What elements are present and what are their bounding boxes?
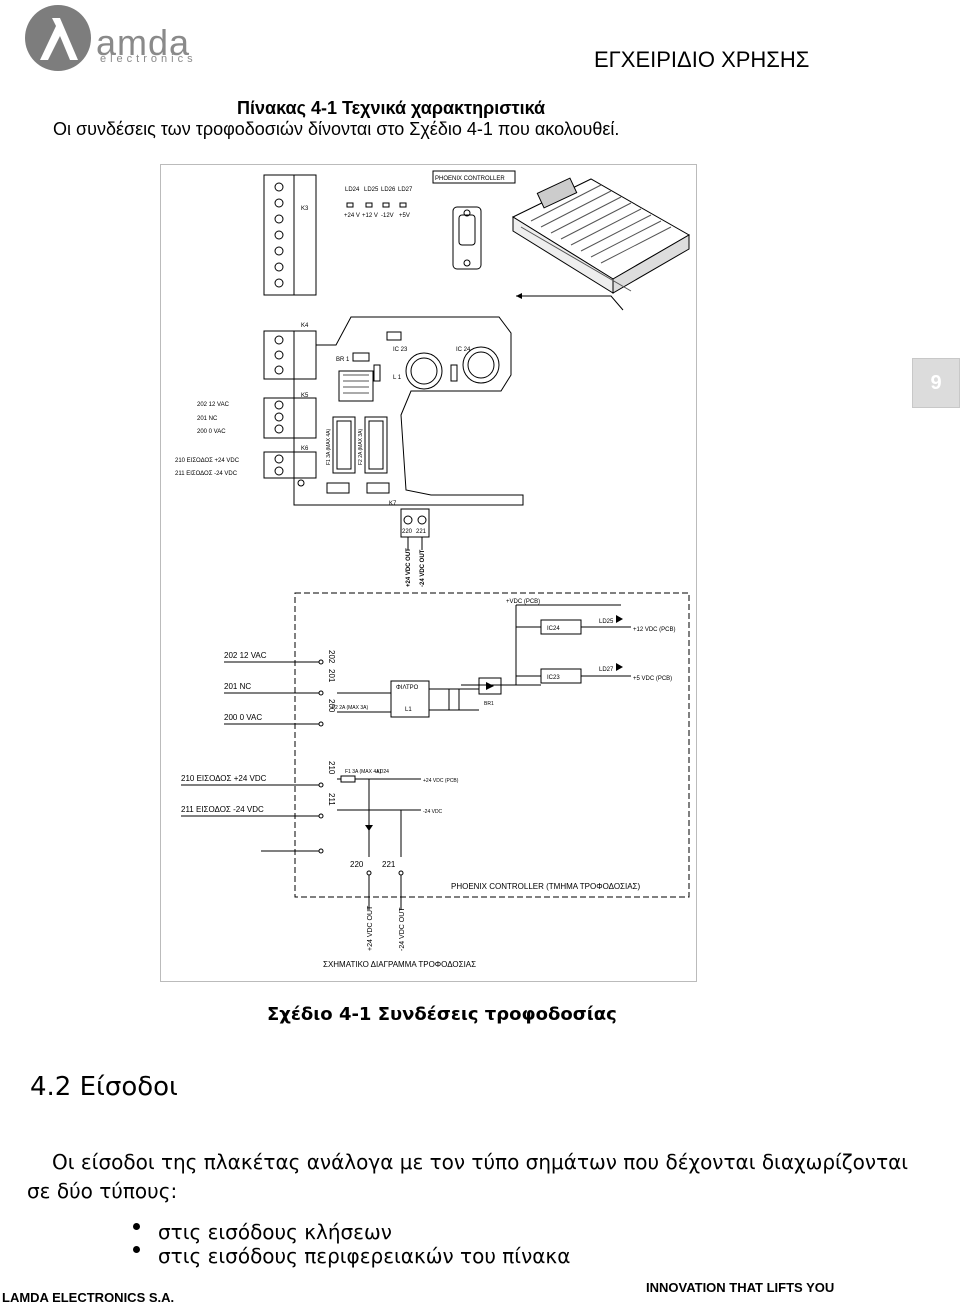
filter-label: ΦΙΛΤΡΟ: [396, 685, 419, 691]
t220-label: 220: [402, 529, 413, 535]
ld26-label: LD26: [381, 187, 396, 193]
sch-202-label: 202 12 VAC: [224, 651, 267, 660]
phoenix-controller-drawing: [511, 177, 691, 294]
phoenix-psu-label: PHOENIX CONTROLLER (ΤΜΗΜΑ ΤΡΟΦΟΔΟΣΙΑΣ): [451, 882, 640, 891]
fuse-f2: [364, 416, 388, 474]
phoenix-psu-box: [294, 592, 690, 898]
br1-label: BR 1: [336, 357, 350, 363]
board-202-label: 202 12 VAC: [197, 402, 230, 408]
footer-slogan: INNOVATION THAT LIFTS YOU: [646, 1280, 835, 1295]
transformer: [338, 370, 374, 402]
footer-company: LAMDA ELECTRONICS S.A.: [2, 1290, 175, 1305]
node-211: 211: [327, 793, 336, 806]
chapter-tab: 9: [912, 358, 960, 408]
k6-label: K6: [301, 446, 309, 452]
figure-caption: Σχέδιο 4-1 Συνδέσεις τροφοδοσίας: [267, 1004, 617, 1025]
node-210: 210: [327, 761, 336, 775]
capacitor-1: [405, 352, 443, 390]
k3-label: K3: [301, 206, 309, 212]
v12-label: +12 V: [362, 213, 378, 219]
board-210-label: 210 ΕΙΣΟΔΟΣ +24 VDC: [175, 458, 240, 464]
section-paragraph-line2: σε δύο τύπους:: [27, 1179, 178, 1203]
ic23-label: IC 23: [393, 347, 408, 353]
board-211-label: 211 ΕΙΣΟΔΟΣ -24 VDC: [175, 471, 238, 477]
f2-schematic: F2 2A (MAX 3A): [332, 705, 368, 711]
board-outline: [293, 316, 524, 506]
ic24-box-label: IC24: [547, 626, 560, 632]
company-logo: [22, 2, 182, 74]
ic23-box-label: IC23: [547, 675, 560, 681]
power-connections-diagram: K3 LD24 LD25 LD26 LD27 +24 V +12 V -12V …: [160, 164, 697, 982]
v24-label: +24 V: [344, 213, 360, 219]
board-200-label: 200 0 VAC: [197, 429, 226, 435]
m24-schematic: -24 VDC: [423, 809, 443, 815]
p24-schematic: +24 VDC (PCB): [423, 778, 459, 784]
k4-label: K4: [301, 323, 309, 329]
sch-200-label: 200 0 VAC: [224, 713, 262, 722]
k5-label: K5: [301, 393, 309, 399]
sch-201-label: 201 NC: [224, 682, 251, 691]
f2-label: F2 2A (MAX 3A): [358, 429, 364, 465]
phoenix-label: PHOENIX CONTROLLER: [435, 176, 505, 182]
ld25-label: LD25: [364, 187, 379, 193]
vm12-label: -12V: [381, 213, 394, 219]
ld24-label: LD24: [345, 187, 360, 193]
k7-label: K7: [389, 501, 397, 507]
bullet-item: στις εισόδους περιφερειακών του πίνακα: [158, 1244, 571, 1268]
terminal-screws-k3: [274, 182, 284, 288]
v5-label: +5V: [399, 213, 410, 219]
board-out-plus: +24 VDC OUT: [406, 548, 412, 587]
sch-210-label: 210 ΕΙΣΟΔΟΣ +24 VDC: [181, 774, 267, 783]
bullet-dot: [133, 1246, 140, 1253]
intro-text: Οι συνδέσεις των τροφοδοσιών δίνονται στ…: [53, 119, 620, 139]
sch-211-label: 211 ΕΙΣΟΔΟΣ -24 VDC: [181, 805, 264, 814]
bullet-dot: [133, 1223, 140, 1230]
node-200: 200: [327, 699, 336, 713]
node-221: 221: [382, 860, 396, 869]
section-paragraph-line1: Οι είσοδοι της πλακέτας ανάλογα με τον τ…: [52, 1150, 909, 1174]
document-title: ΕΓΧΕΙΡΙΔΙΟ ΧΡΗΣΗΣ: [594, 47, 810, 72]
vdc-pcb-label: +VDC (PCB): [506, 599, 540, 605]
ld24-schematic: LD24: [377, 769, 389, 775]
l1-schematic: L1: [405, 707, 412, 713]
br1-schematic: BR1: [484, 701, 494, 707]
l1-label: L 1: [393, 375, 402, 381]
diagram-svg: K3 LD24 LD25 LD26 LD27 +24 V +12 V -12V …: [175, 170, 691, 969]
board-201-label: 201 NC: [197, 416, 218, 422]
capacitor-2: [462, 346, 500, 384]
p5-label: +5 VDC (PCB): [633, 676, 672, 682]
node-202: 202: [327, 650, 336, 664]
lambda-logo-icon: [25, 5, 91, 71]
bullet-item: στις εισόδους κλήσεων: [158, 1220, 392, 1244]
t221-label: 221: [416, 529, 427, 535]
table-reference: Πίνακας 4-1 Τεχνικά χαρακτηριστικά: [237, 98, 546, 118]
ld27-schematic: LD27: [599, 667, 614, 673]
f1-schematic: F1 3A (MAX 4A): [345, 769, 381, 775]
sch-out-plus: +24 VDC OUT: [367, 905, 374, 951]
board-out-minus: -24 VDC OUT: [420, 549, 426, 587]
fuse-f1: [332, 416, 356, 474]
ld25-schematic: LD25: [599, 619, 614, 625]
node-220: 220: [350, 860, 364, 869]
logo-subtitle: electronics: [100, 53, 197, 65]
db9-connector: [452, 206, 482, 270]
sch-out-minus: -24 VDC OUT: [399, 907, 406, 951]
pointer-line: [516, 295, 624, 311]
logo-wordmark: amda: [96, 22, 191, 63]
section-heading: 4.2 Είσοδοι: [30, 1072, 178, 1102]
node-201: 201: [327, 669, 336, 683]
schematic-title: ΣΧΗΜΑΤΙΚΟ ΔΙΑΓΡΑΜΜΑ ΤΡΟΦΟΔΟΣΙΑΣ: [323, 960, 476, 969]
p12-label: +12 VDC (PCB): [633, 627, 676, 633]
ld27-label: LD27: [398, 187, 413, 193]
ic24-label: IC 24: [456, 347, 471, 353]
f1-label: F1 3A (MAX 4A): [326, 429, 332, 465]
